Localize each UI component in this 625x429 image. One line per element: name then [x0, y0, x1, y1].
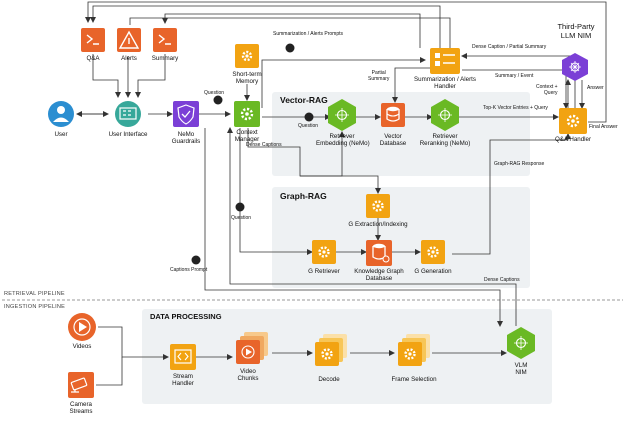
chat-bubble-icon: [304, 112, 314, 122]
frame-selection-icon: [398, 334, 430, 366]
edge-qa-to-ui: [92, 54, 121, 98]
videos-icon: [68, 313, 96, 341]
camera-streams-label: Camera Streams: [69, 401, 93, 416]
data-processing-title: DATA PROCESSING: [150, 312, 222, 321]
graph-rag-panel: [272, 187, 530, 288]
retriever-embedding-icon: [328, 99, 356, 131]
short-term-memory-label: Short-term Memory: [232, 71, 262, 86]
graph-rag-title: Graph-RAG: [280, 191, 327, 201]
edge-summary-to-ui: [135, 54, 166, 98]
nemo-guardrails-icon: [173, 101, 199, 127]
stream-handler-icon: [170, 344, 196, 370]
context-manager-label: Context Manager: [234, 129, 260, 144]
qa-output-icon[interactable]: [81, 28, 105, 52]
alerts-output-icon[interactable]: [117, 28, 141, 52]
edge-cm-gretriever: [239, 128, 313, 255]
stream-handler-label: Stream Handler: [172, 373, 194, 388]
camera-streams-icon: [68, 372, 94, 398]
qa-handler-icon: [559, 108, 587, 134]
edge-label-dense-caption-partial: Dense Caption / Partial Summary: [472, 44, 547, 50]
summarization-handler-label: Summarization / Alerts Handler: [414, 76, 476, 91]
user-interface-label: User Interface: [108, 131, 148, 138]
videos-label: Videos: [72, 343, 92, 350]
edge-label-summ-alert-prompts: Summarization / Alerts Prompts: [273, 31, 344, 37]
chat-bubble-icon: [285, 43, 295, 53]
qa-handler-label: Q&A Handler: [554, 136, 592, 143]
chat-bubble-icon: [191, 255, 201, 265]
edge-graphrag-response: [452, 133, 571, 255]
chat-bubble-icon: [213, 95, 223, 105]
edge-captions-prompt: [204, 128, 503, 327]
edge-label-topk: Top-K Vector Entries + Query: [483, 105, 548, 111]
retriever-reranking-label: Retriever Reranking (NeMo): [419, 133, 471, 148]
edge-label-question: Question: [204, 90, 225, 96]
chat-bubble-icons: [191, 43, 314, 265]
g-generation-label: G Generation: [414, 268, 452, 275]
retriever-embedding-label: Retriever Embedding (NeMo): [316, 133, 370, 148]
edge-label-question: Question: [231, 215, 252, 221]
g-retriever-label: G Retriever: [308, 268, 340, 275]
vlm-nim-icon: [507, 327, 535, 359]
edge-camera-stream: [96, 357, 123, 386]
edge-label-dense-captions: Dense Captions: [484, 277, 520, 283]
retriever-reranking-icon: [431, 99, 459, 131]
edge-final-answer: [85, 1, 607, 123]
edge-cm-handler: [261, 57, 426, 108]
edge-label-graph-rag-response: Graph-RAG Response: [494, 161, 545, 167]
edge-label-dense-captions: Dense Captions: [246, 142, 282, 148]
nemo-guardrails-label: NeMo Guardrails: [171, 131, 201, 146]
context-manager-icon: [234, 101, 260, 127]
edge-cm-dense-captions: [247, 128, 381, 194]
data-processing-panel: [142, 309, 552, 404]
edge-vlm-to-cm: [227, 127, 517, 326]
edge-handler-to-alerts: [129, 17, 451, 48]
edge-handler-to-summary: [162, 13, 421, 48]
edge-handler-to-qa: [90, 5, 441, 48]
user-interface-icon[interactable]: [115, 101, 141, 127]
ingestion-pipeline-label: INGESTION PIPELINE: [4, 304, 66, 310]
edge-label-captions-prompt: Captions Prompt: [170, 267, 208, 273]
g-extraction-label: G Extraction/Indexing: [348, 221, 408, 228]
edge-label-question: Question: [298, 123, 319, 129]
short-term-memory-icon: [235, 44, 259, 68]
user-icon: [48, 101, 74, 127]
edge-label-context-query: Context + Query: [536, 84, 558, 96]
vector-database-label: Vector Database: [379, 133, 407, 148]
decode-icon: [315, 334, 347, 366]
edge-label-summary-event: Summary / Event: [495, 73, 534, 79]
alerts-label: Alerts: [121, 55, 137, 62]
decode-label: Decode: [318, 376, 340, 383]
chat-bubble-icon: [235, 202, 245, 212]
vector-database-icon: [381, 103, 405, 127]
g-generation-icon: [421, 240, 445, 264]
knowledge-graph-db-icon: [366, 240, 392, 266]
edge-label-answer: Answer: [587, 85, 604, 91]
summary-label: Summary: [151, 55, 179, 62]
g-extraction-icon: [366, 194, 390, 218]
edge-handler-vdb: [392, 67, 430, 103]
user-label: User: [54, 131, 68, 138]
video-chunks-icon: [236, 332, 268, 364]
knowledge-graph-db-label: Knowledge Graph Database: [354, 268, 404, 283]
edge-label-final-answer: Final Answer: [589, 124, 618, 130]
g-retriever-icon: [312, 240, 336, 264]
qa-label: Q&A: [86, 55, 100, 62]
edge-videos-stream: [98, 326, 169, 360]
edge-label-partial-summary: Partial Summary: [368, 70, 390, 82]
third-party-llm-icon: [562, 53, 588, 81]
edge-dense-to-embedding: [300, 131, 345, 177]
retrieval-pipeline-label: RETRIEVAL PIPELINE: [4, 291, 65, 297]
third-party-llm-label: Third-Party LLM NIM: [557, 22, 595, 40]
frame-selection-label: Frame Selection: [391, 376, 437, 383]
summary-output-icon[interactable]: [153, 28, 177, 52]
summarization-handler-icon: [430, 48, 460, 74]
vlm-nim-label: VLM NIM: [514, 362, 528, 377]
vector-rag-title: Vector-RAG: [280, 95, 328, 105]
video-chunks-label: Video Chunks: [237, 368, 259, 383]
